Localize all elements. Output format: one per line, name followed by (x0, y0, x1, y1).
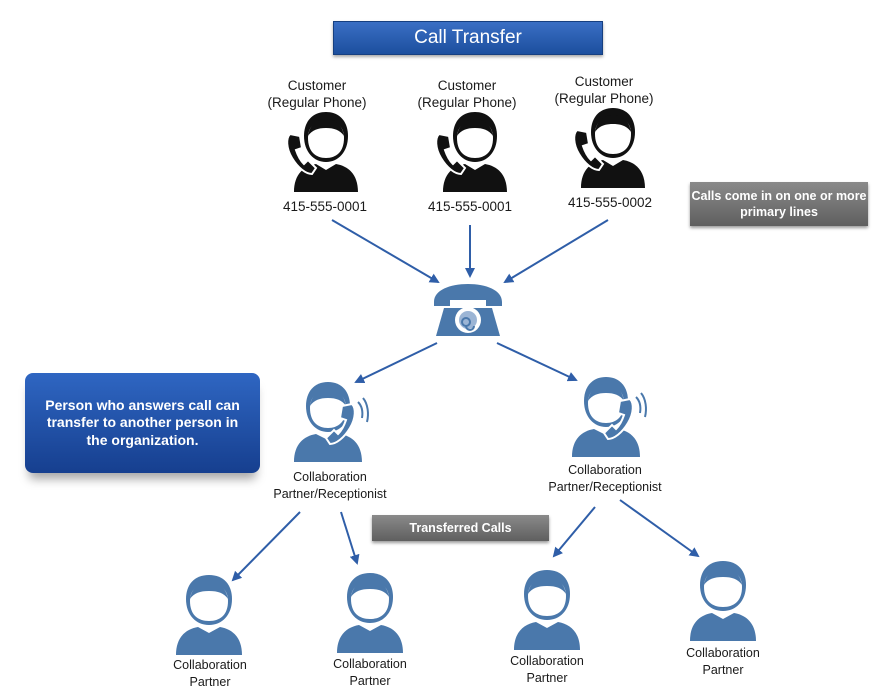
arrow-receptionist2-to-partner4 (619, 499, 700, 558)
receptionist-icon (568, 373, 648, 457)
customer-caller-icon (433, 108, 513, 192)
arrow-receptionist2-to-partner3 (552, 506, 596, 558)
partner-icon (688, 557, 758, 641)
answer-transfer-note: Person who answers call can transfer to … (25, 373, 260, 473)
partner-icon (174, 571, 244, 655)
receptionist-2-label: Collaboration Partner/Receptionist (548, 463, 662, 494)
arrow-receptionist1-to-partner1 (231, 511, 301, 582)
partner-icon (512, 566, 582, 650)
arrow-customer1-to-phone (331, 219, 440, 284)
transferred-calls-note: Transferred Calls (372, 515, 549, 541)
partner-2-label: Collaboration Partner (333, 657, 407, 688)
customer-caller-icon (284, 108, 364, 192)
receptionist-icon (290, 378, 370, 462)
customer-3-number: 415-555-0002 (567, 195, 653, 210)
partner-3-label: Collaboration Partner (510, 654, 584, 685)
primary-lines-note: Calls come in on one or more primary lin… (690, 182, 868, 226)
receptionist-1-label: Collaboration Partner/Receptionist (273, 470, 387, 501)
arrow-phone-to-receptionist1 (354, 342, 438, 384)
arrow-receptionist1-to-partner2 (340, 511, 360, 565)
arrow-phone-to-receptionist2 (496, 342, 578, 382)
partner-4-label: Collaboration Partner (686, 646, 760, 677)
customer-3-label: Customer (Regular Phone) (554, 74, 654, 106)
partner-icon (335, 569, 405, 653)
customer-2-label: Customer (Regular Phone) (417, 78, 517, 110)
partner-1-label: Collaboration Partner (173, 658, 247, 689)
telephone-icon (434, 284, 502, 336)
customer-2-number: 415-555-0001 (427, 199, 513, 214)
customer-1-label: Customer (Regular Phone) (267, 78, 367, 110)
arrow-customer3-to-phone (503, 219, 609, 284)
customer-caller-icon (571, 104, 651, 188)
diagram-title: Call Transfer (333, 21, 603, 55)
customer-1-number: 415-555-0001 (282, 199, 368, 214)
